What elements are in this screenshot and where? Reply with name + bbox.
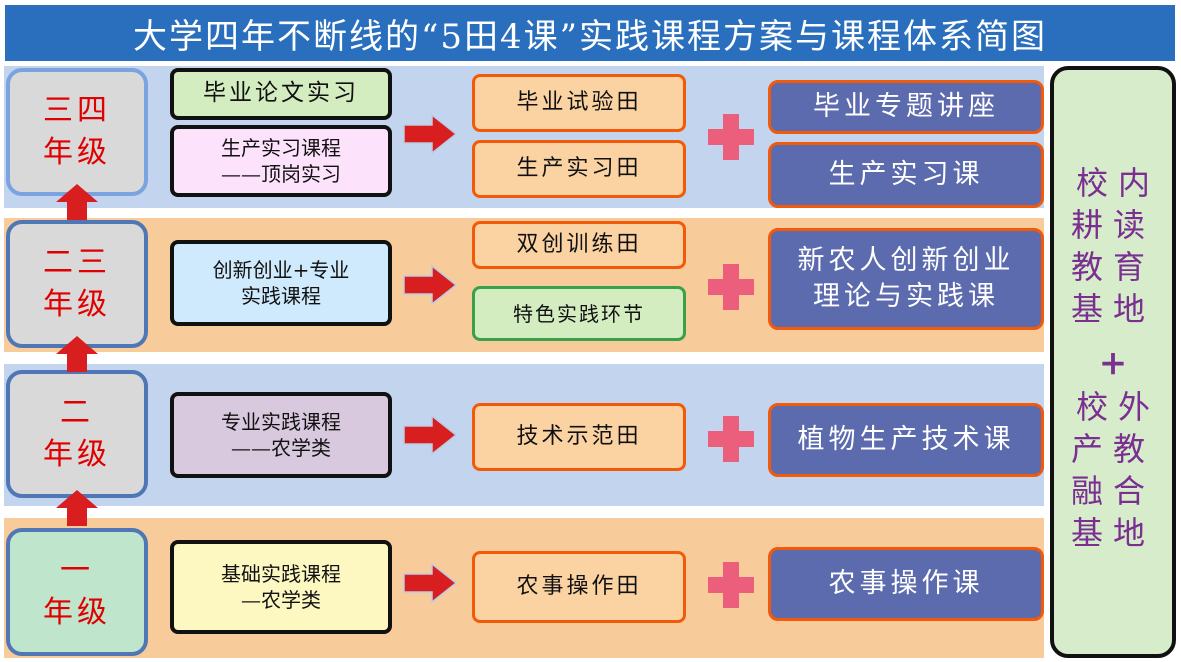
base-off-campus-label: 校外 产教 融合 基地 <box>1070 388 1160 552</box>
course-box-basic-practice: 基础实践课程 —农学类 <box>170 540 392 634</box>
field-box-production-internship: 生产实习田 <box>472 140 686 198</box>
lecture-box-farm-operation: 农事操作课 <box>768 547 1044 621</box>
plus-icon <box>708 416 754 462</box>
plus-icon <box>708 264 754 310</box>
lecture-box-production-internship: 生产实习课 <box>768 142 1044 208</box>
base-plus-label: + <box>1098 343 1128 383</box>
base-box: 校内 耕读 教育 基地 + 校外 产教 融合 基地 <box>1050 66 1176 658</box>
field-box-innovation-training: 双创训练田 <box>472 221 686 269</box>
right-arrow-icon <box>403 414 458 456</box>
course-box-production-internship: 生产实习课程 ——顶岗实习 <box>170 125 392 197</box>
grade-box-2: 二 年级 <box>6 370 148 498</box>
right-arrow-icon <box>403 264 458 306</box>
field-box-graduation-trial: 毕业试验田 <box>472 74 686 132</box>
lecture-box-plant-production: 植物生产技术课 <box>768 403 1044 477</box>
course-box-graduation-thesis: 毕业论文实习 <box>170 68 392 120</box>
grade-box-2-3: 二三 年级 <box>6 220 148 348</box>
field-box-special-practice: 特色实践环节 <box>472 286 686 341</box>
course-box-innovation: 创新创业+专业 实践课程 <box>170 240 392 326</box>
lecture-box-innovation-theory: 新农人创新创业 理论与实践课 <box>768 228 1044 330</box>
right-arrow-icon <box>403 562 458 604</box>
lecture-box-graduation-seminar: 毕业专题讲座 <box>768 80 1044 134</box>
field-box-tech-demo: 技术示范田 <box>472 403 686 471</box>
base-on-campus-label: 校内 耕读 教育 基地 <box>1070 164 1160 328</box>
grade-box-3-4: 三四 年级 <box>6 68 148 196</box>
plus-icon <box>708 562 754 608</box>
up-arrow-icon <box>56 184 98 220</box>
up-arrow-icon <box>56 336 98 372</box>
right-arrow-icon <box>403 113 458 155</box>
field-box-farm-operation: 农事操作田 <box>472 551 686 623</box>
up-arrow-icon <box>56 490 98 526</box>
course-box-professional-practice: 专业实践课程 ——农学类 <box>170 392 392 478</box>
page-title: 大学四年不断线的“5田4课”实践课程方案与课程体系简图 <box>5 5 1175 61</box>
plus-icon <box>708 114 754 160</box>
grade-box-1: 一 年级 <box>6 528 148 656</box>
